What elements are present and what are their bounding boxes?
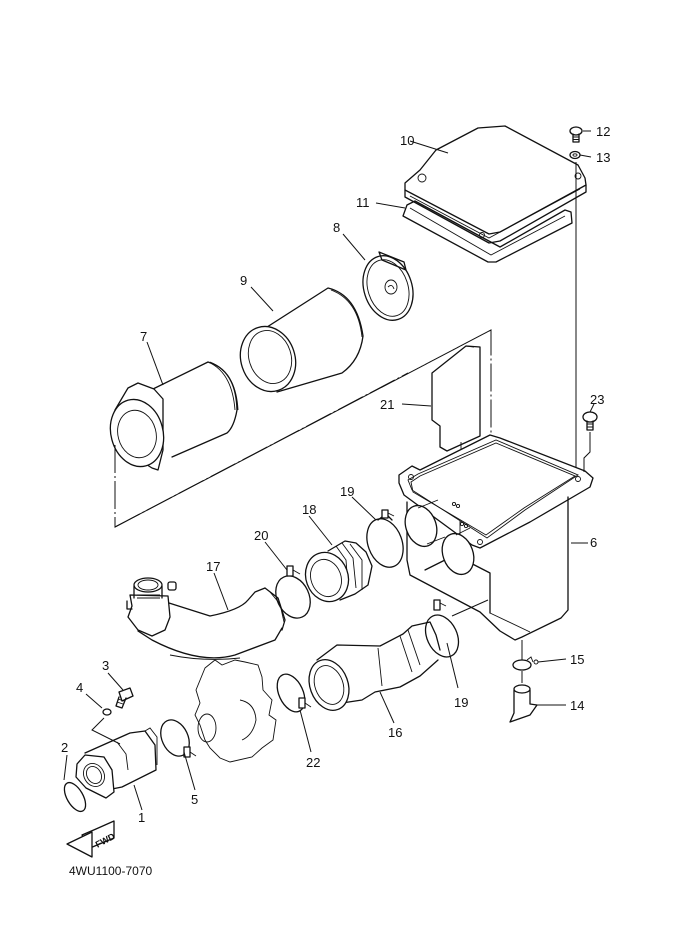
holder-to-case-line xyxy=(114,372,409,528)
hose-clamp-20-part[interactable] xyxy=(269,565,317,624)
hose-clamp-22-part[interactable] xyxy=(272,670,312,716)
callout-9[interactable]: 9 xyxy=(240,273,247,288)
callout-16[interactable]: 16 xyxy=(388,725,402,740)
washer-part[interactable] xyxy=(569,150,581,160)
callout-1[interactable]: 1 xyxy=(138,810,145,825)
callout-19-upper[interactable]: 19 xyxy=(340,484,354,499)
callout-5[interactable]: 5 xyxy=(191,792,198,807)
forward-direction-arrow: FWD xyxy=(66,820,117,858)
case-cover-part[interactable] xyxy=(404,125,587,244)
callout-14[interactable]: 14 xyxy=(570,698,584,713)
callout-23[interactable]: 23 xyxy=(590,392,604,407)
flange-bolt-part[interactable] xyxy=(582,411,598,472)
element-holder-part[interactable] xyxy=(103,361,239,473)
duct-to-case-line xyxy=(451,599,489,617)
boot-joint-part[interactable] xyxy=(299,540,373,608)
callout-2[interactable]: 2 xyxy=(61,740,68,755)
o-ring-part[interactable] xyxy=(60,779,90,815)
clip-part[interactable] xyxy=(512,656,539,671)
leader-lines xyxy=(63,130,595,811)
filter-element-part[interactable] xyxy=(232,287,364,399)
callout-12[interactable]: 12 xyxy=(596,124,610,139)
callout-20[interactable]: 20 xyxy=(254,528,268,543)
intake-duct-part[interactable] xyxy=(126,577,286,659)
callout-18[interactable]: 18 xyxy=(302,502,316,517)
callout-7[interactable]: 7 xyxy=(140,329,147,344)
callout-11[interactable]: 11 xyxy=(356,195,370,210)
callout-15[interactable]: 15 xyxy=(570,652,584,667)
air-filter-case-part[interactable] xyxy=(398,434,594,641)
callout-17[interactable]: 17 xyxy=(206,559,220,574)
callout-8[interactable]: 8 xyxy=(333,220,340,235)
bolt-part[interactable] xyxy=(115,687,134,709)
hose-clamp-lower-part[interactable] xyxy=(419,599,465,662)
element-cap-part[interactable] xyxy=(355,249,421,327)
callout-4[interactable]: 4 xyxy=(76,680,83,695)
callout-labels: 10 11 12 13 8 9 7 21 23 6 19 18 20 17 15… xyxy=(61,124,610,825)
screw-part[interactable] xyxy=(569,126,583,143)
joint-duct-part[interactable] xyxy=(302,621,441,716)
washer-to-joint-line xyxy=(91,717,121,745)
hose-clamp-5-part[interactable] xyxy=(155,715,197,760)
cover-gasket-part[interactable] xyxy=(402,200,573,263)
drain-joint-part[interactable] xyxy=(509,684,538,723)
callout-6[interactable]: 6 xyxy=(590,535,597,550)
callout-22[interactable]: 22 xyxy=(306,755,320,770)
callout-3[interactable]: 3 xyxy=(102,658,109,673)
hose-clamp-upper-part[interactable] xyxy=(360,509,409,572)
callout-10[interactable]: 10 xyxy=(400,133,414,148)
callout-19-lower[interactable]: 19 xyxy=(454,695,468,710)
callout-21[interactable]: 21 xyxy=(380,397,394,412)
washer-4-part[interactable] xyxy=(102,708,112,716)
drawing-code: 4WU1100-7070 xyxy=(69,864,152,878)
engine-reference-outline xyxy=(169,654,277,763)
intake-joint-part[interactable] xyxy=(75,727,158,799)
callout-13[interactable]: 13 xyxy=(596,150,610,165)
